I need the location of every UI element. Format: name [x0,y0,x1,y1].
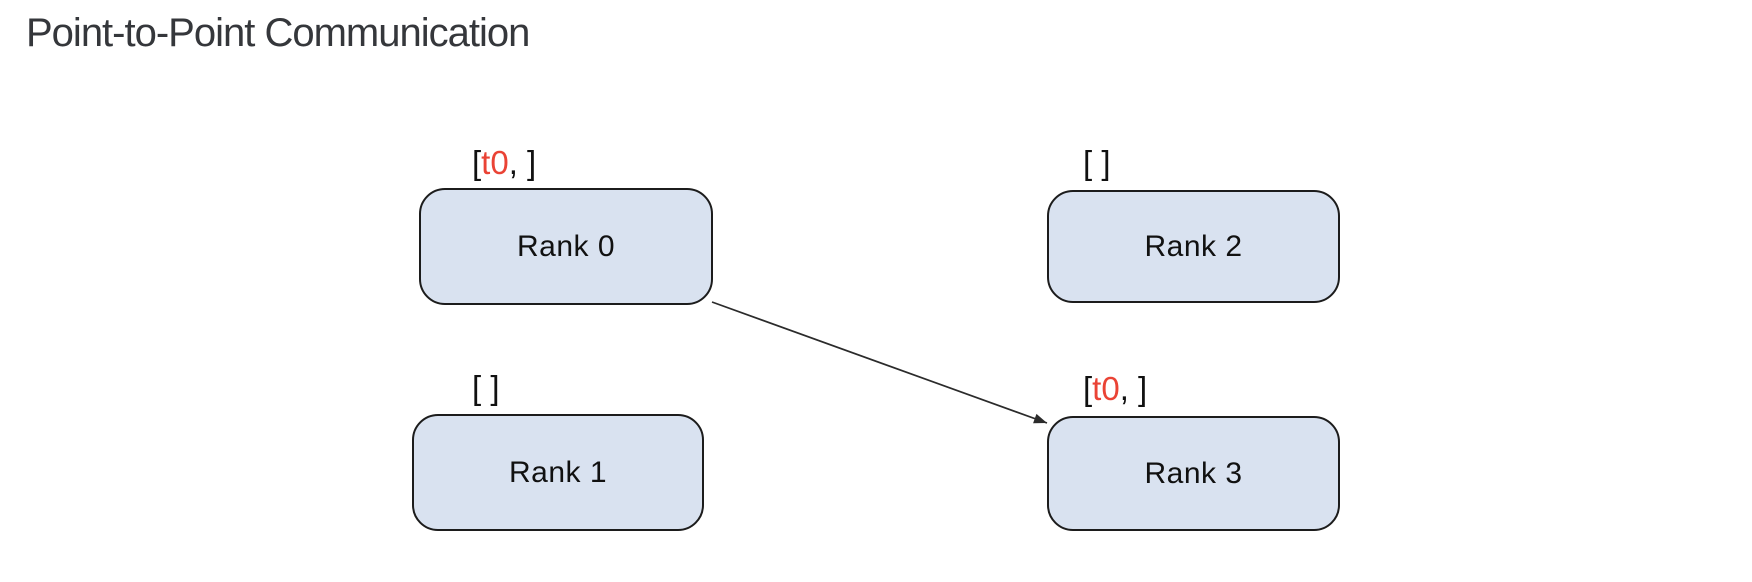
buffer-bracket-close: , ] [508,144,537,181]
node-rank-1: Rank 1 [412,414,704,531]
buffer-bracket-open: [ [1083,370,1093,407]
node-label-rank-2: Rank 2 [1144,229,1243,263]
buffer-tag-t0: t0 [1092,370,1120,407]
node-label-rank-3: Rank 3 [1144,456,1243,490]
buffer-bracket-open: [ ] [1083,144,1111,181]
buffer-bracket-open: [ ] [472,369,500,406]
buffer-label-rank-3: [t0, ] [1083,370,1148,407]
edge-rank0-to-rank3 [711,301,1048,424]
node-rank-0: Rank 0 [419,188,713,305]
node-label-rank-1: Rank 1 [508,455,608,489]
node-rank-3: Rank 3 [1047,416,1340,531]
node-rank-2: Rank 2 [1047,190,1340,303]
buffer-bracket-close: , ] [1119,370,1148,407]
node-label-rank-0: Rank 0 [516,229,616,263]
buffer-label-rank-0: [t0, ] [472,144,537,181]
buffer-bracket-open: [ [472,144,482,181]
buffer-label-rank-1: [ ] [472,369,500,406]
buffer-tag-t0: t0 [481,144,509,181]
buffer-label-rank-2: [ ] [1083,144,1111,181]
page-title: Point-to-Point Communication [26,11,530,55]
